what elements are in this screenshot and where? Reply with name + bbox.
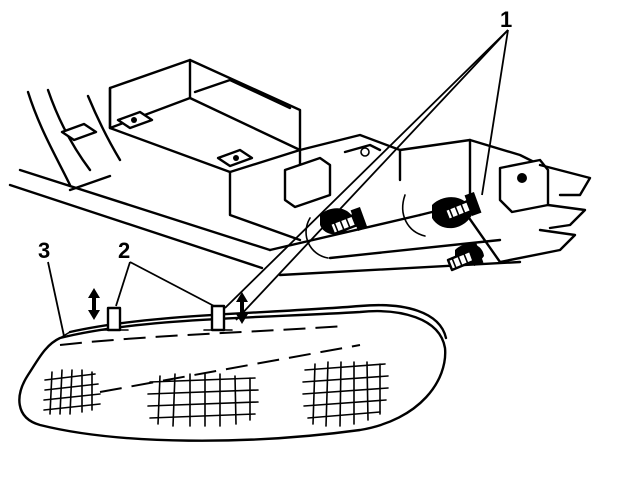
lens-pattern-left (43, 369, 101, 415)
headlamp-assembly (18, 288, 448, 442)
alignment-pin-right (203, 304, 233, 332)
radiator-support-structure (8, 58, 592, 277)
callout-leaders (47, 29, 509, 337)
callout-1: 1 (500, 7, 512, 32)
mounting-bolts (328, 191, 484, 272)
alignment-pin-left (99, 306, 129, 332)
bolt-c (446, 241, 484, 272)
callout-2: 2 (118, 238, 130, 263)
bolt-b (443, 191, 482, 222)
bolt-a (328, 206, 368, 236)
up-down-arrow-left-icon (88, 288, 100, 320)
lens-pattern-right (302, 361, 389, 427)
callout-3: 3 (38, 238, 50, 263)
lens-pattern-middle (147, 373, 259, 427)
